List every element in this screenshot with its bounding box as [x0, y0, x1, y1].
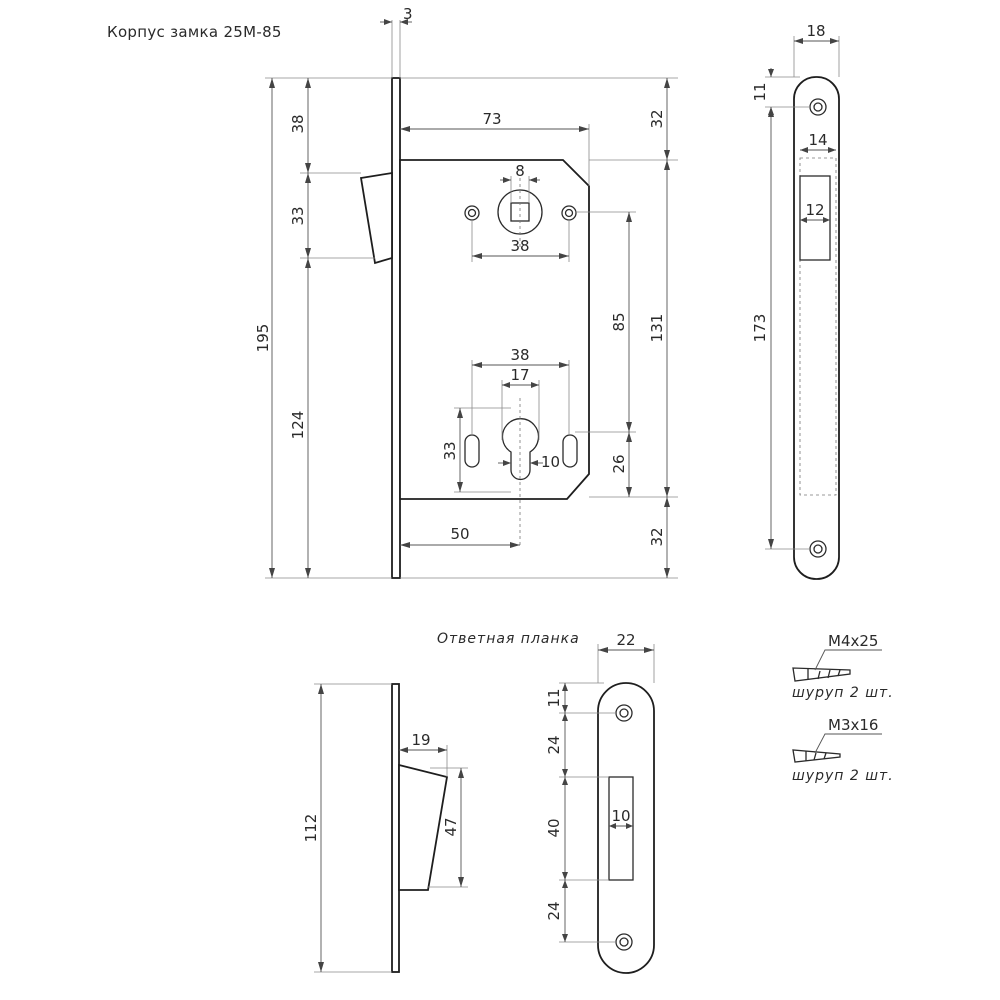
screw-2-shape — [792, 749, 841, 763]
dim-spindle-to-cylinder: 85 — [610, 312, 628, 331]
front-hole-bottom-inner — [813, 544, 823, 554]
faceplate-front-view: 18 11 14 12 173 — [751, 22, 840, 580]
dim-strike-latch-height: 47 — [442, 817, 460, 836]
cylinder-cutout — [501, 418, 540, 481]
dim-front-slot-width: 14 — [808, 131, 827, 149]
dim-strike-plate-height: 112 — [302, 814, 320, 843]
screw-hole-left-inner — [467, 208, 477, 218]
dim-strike-slot-height: 40 — [545, 818, 563, 837]
dim-total-height: 195 — [254, 324, 272, 353]
screw-2-qty: шуруп 2 шт. — [792, 768, 894, 784]
dim-cylinder-dia: 17 — [510, 366, 529, 384]
screw-1-size: М4х25 — [828, 632, 878, 650]
faceplate-front — [793, 76, 840, 580]
faceplate — [391, 77, 401, 579]
mount-slot-right — [562, 434, 578, 468]
front-hole-top-inner — [813, 102, 823, 112]
latch-bolt — [359, 171, 393, 265]
title: Корпус замка 25М-85 — [107, 23, 282, 41]
strike-title: Ответная планка — [437, 631, 580, 647]
strike-side-view: 112 19 47 — [302, 683, 468, 973]
dim-latch-height: 33 — [289, 206, 307, 225]
case-body — [399, 159, 590, 500]
screw-1-qty: шуруп 2 шт. — [792, 685, 894, 701]
dim-spindle-square: 8 — [515, 162, 525, 180]
dim-top-to-latch: 38 — [289, 114, 307, 133]
dim-backset: 50 — [450, 525, 469, 543]
dim-case-height: 131 — [648, 314, 666, 343]
dim-strike-slot-to-hole: 24 — [545, 901, 563, 920]
front-case-outline — [799, 157, 837, 496]
front-latch-slot — [799, 175, 831, 261]
dim-faceplate-thk: 3 — [403, 5, 413, 23]
dim-cylinder-holes: 38 — [510, 346, 529, 364]
screw-hole-right-inner — [564, 208, 574, 218]
dim-strike-top: 11 — [545, 688, 563, 707]
dim-front-hole-spacing: 173 — [751, 314, 769, 343]
dim-front-top-hole: 11 — [751, 82, 769, 101]
dim-case-width: 73 — [482, 110, 501, 128]
dim-strike-hole-to-slot: 24 — [545, 735, 563, 754]
dim-latch-to-bottom: 124 — [289, 411, 307, 440]
strike-front-view: 22 11 24 40 24 10 — [545, 631, 655, 974]
strike-pocket — [398, 763, 449, 891]
right-dimensions: 32 131 32 85 26 — [400, 77, 678, 579]
left-dimensions: 195 38 33 124 — [254, 77, 392, 579]
dim-strike-width: 22 — [616, 631, 635, 649]
screw-2: М3х16 шуруп 2 шт. — [792, 716, 894, 784]
dim-spindle-holes: 38 — [510, 237, 529, 255]
dim-front-width: 18 — [806, 22, 825, 40]
dim-top-offset: 32 — [648, 109, 666, 128]
strike-hole-bottom-inner — [619, 937, 629, 947]
dim-bottom-offset: 32 — [648, 527, 666, 546]
strike-latch-slot — [608, 776, 634, 881]
screw-1-shape — [792, 667, 851, 682]
dim-cylinder-height: 26 — [610, 454, 628, 473]
strike-plate-side — [391, 683, 400, 973]
dim-cylinder-slot-height: 33 — [441, 441, 459, 460]
strike-hole-top-inner — [619, 708, 629, 718]
dim-cylinder-slot-width: 10 — [541, 453, 560, 471]
screw-1: М4х25 шуруп 2 шт. — [792, 632, 894, 701]
internal-dimensions: 3 73 8 38 38 17 — [380, 5, 590, 548]
screw-2-size: М3х16 — [828, 716, 878, 734]
dim-strike-latch-depth: 19 — [411, 731, 430, 749]
dim-strike-slot-width: 10 — [611, 807, 630, 825]
lock-body-side-view — [359, 77, 590, 579]
dim-front-slot-inner: 12 — [805, 201, 824, 219]
